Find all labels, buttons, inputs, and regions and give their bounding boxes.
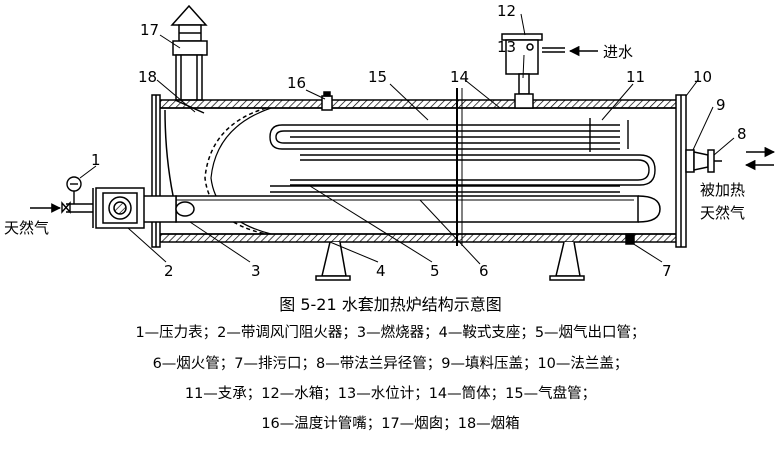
- callout-14: 14: [450, 68, 469, 86]
- left-end-plate: [151, 94, 161, 248]
- legend-line-1: 1—压力表；2—带调风门阻火器；3—燃烧器；4—鞍式支座；5—烟气出口管；: [135, 325, 646, 341]
- callout-8: 8: [737, 125, 747, 143]
- heater-diagram: 1 2 3 4 5 6 7 8 9 10 11 12 13 14 15 16 1…: [4, 2, 776, 281]
- flange-cover: [675, 94, 687, 248]
- chimney: [170, 4, 208, 101]
- callout-2: 2: [164, 262, 174, 280]
- water-jacket-wall: [204, 107, 267, 235]
- callout-1: 1: [91, 151, 101, 169]
- legend-line-4: 16—温度计管嘴；17—烟囱；18—烟箱: [261, 416, 520, 432]
- leader-lines: [79, 13, 735, 265]
- valve-icon: [61, 201, 71, 214]
- callout-3: 3: [251, 262, 261, 280]
- legend-line-3: 11—支承；12—水箱；13—水位计；14—筒体；15—气盘管；: [184, 386, 597, 402]
- flame-arrestor: [92, 187, 145, 229]
- heated-gas-label-1: 被加热: [700, 181, 745, 199]
- burner: [139, 195, 195, 223]
- callout-15: 15: [368, 68, 387, 86]
- fire-tube: [175, 195, 661, 223]
- reducer-flange: [685, 149, 722, 173]
- gas-inlet: [30, 176, 93, 214]
- callout-10: 10: [693, 68, 712, 86]
- figure-title: 图 5-21 水套加热炉结构示意图: [279, 295, 502, 314]
- legend-line-2: 6—烟火管；7—排污口；8—带法兰异径管；9—填料压盖；10—法兰盖；: [152, 356, 629, 372]
- gas-coil: [269, 120, 656, 186]
- thermometer-nozzle: [321, 91, 333, 111]
- gas-in-label: 天然气: [4, 219, 49, 237]
- callout-12: 12: [497, 2, 516, 20]
- callout-6: 6: [479, 262, 489, 280]
- callout-13: 13: [497, 38, 516, 56]
- callout-7: 7: [662, 262, 672, 280]
- heated-gas-label-2: 天然气: [700, 204, 745, 222]
- callout-11: 11: [626, 68, 645, 86]
- flue-gas-outlet: [270, 185, 620, 193]
- callout-17: 17: [140, 21, 159, 39]
- callout-18: 18: [138, 68, 157, 86]
- water-tank: [501, 33, 565, 75]
- callout-9: 9: [716, 96, 726, 114]
- callout-5: 5: [430, 262, 440, 280]
- level-gauge: [514, 73, 534, 109]
- saddle-supports: [315, 241, 585, 281]
- callout-16: 16: [287, 74, 306, 92]
- water-in-label: 进水: [603, 43, 633, 61]
- drain-outlet: [625, 233, 635, 245]
- callout-4: 4: [376, 262, 386, 280]
